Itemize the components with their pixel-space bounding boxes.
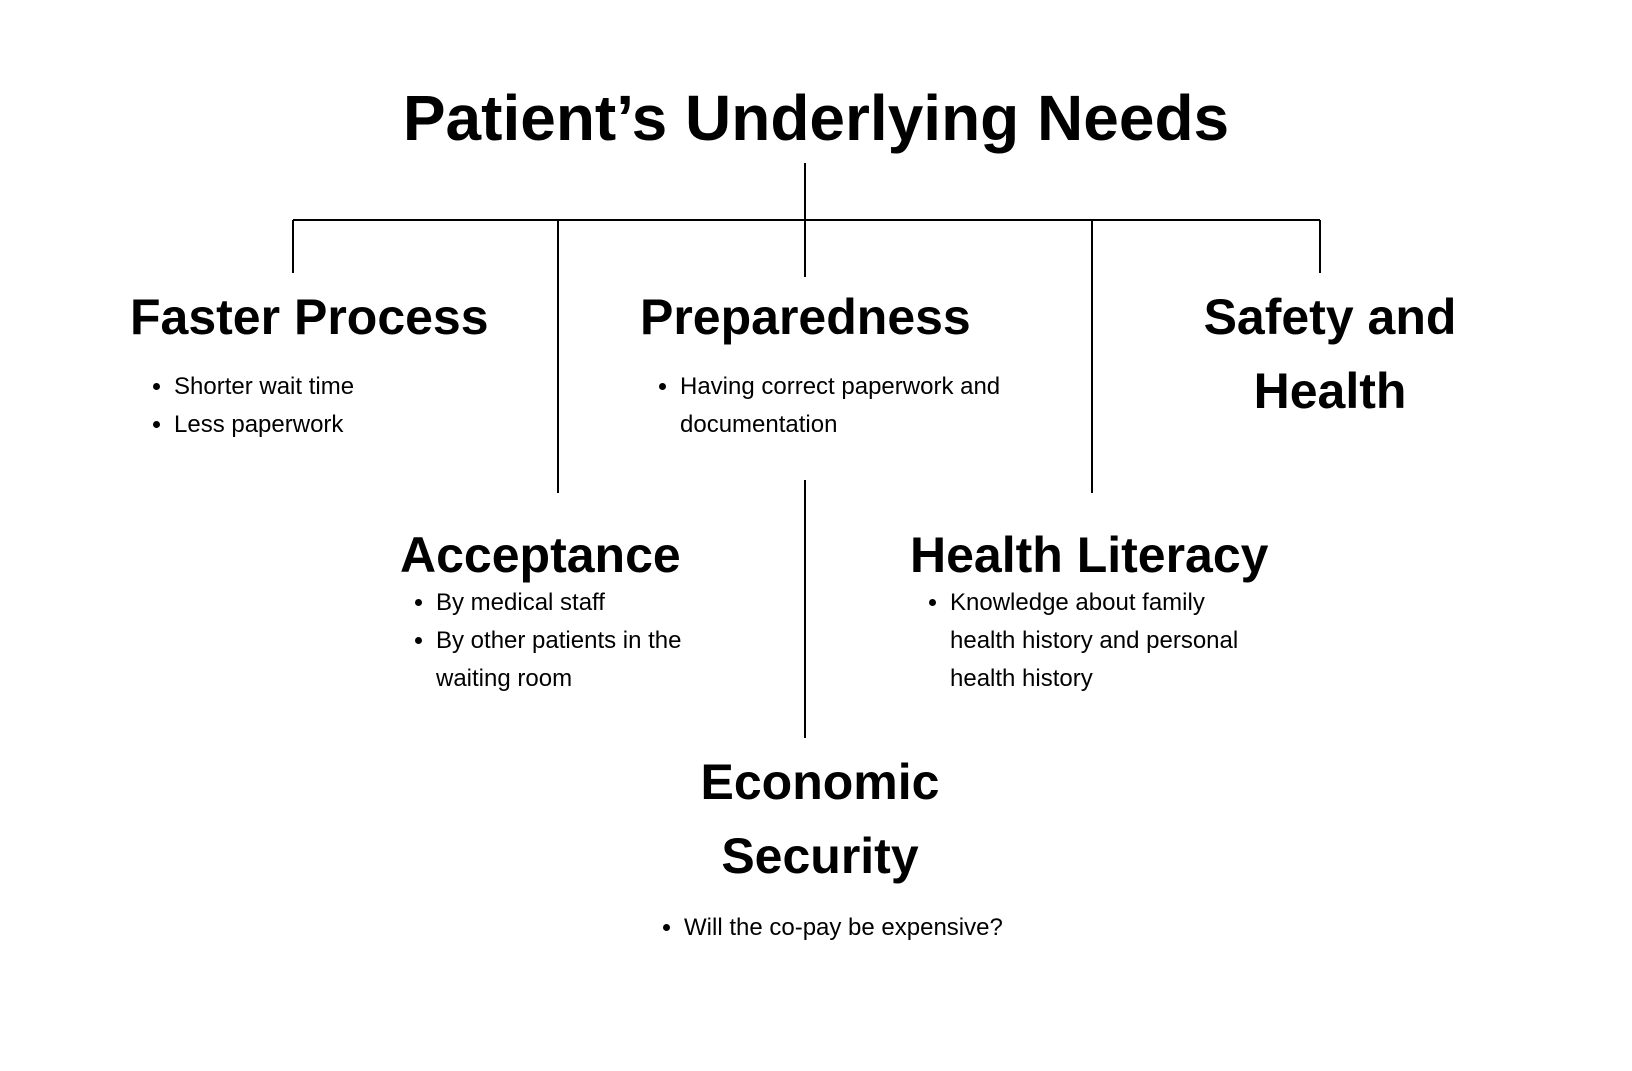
node-faster-process: Faster Process Shorter wait time Less pa… [130,280,550,444]
bullet-list-acceptance: By medical staff By other patients in th… [400,584,740,698]
node-heading-acceptance: Acceptance [400,527,681,583]
node-heading-safety-and-health: Safety and Health [1203,289,1457,419]
bullet-list-preparedness: Having correct paperwork and documentati… [640,368,1020,444]
bullet-item: Less paperwork [174,406,550,444]
node-health-literacy: Health Literacy Knowledge about family h… [910,518,1290,698]
node-acceptance: Acceptance By medical staff By other pat… [400,518,740,698]
node-heading-preparedness: Preparedness [640,289,971,345]
bullet-item: Knowledge about family health history an… [950,584,1260,698]
diagram-title: Patient’s Underlying Needs [402,82,1230,154]
bullet-list-economic-security: Will the co-pay be expensive? [660,909,1104,947]
bullet-list-health-literacy: Knowledge about family health history an… [910,584,1260,698]
node-heading-economic-security: Economic Security [700,754,940,884]
bullet-item: Shorter wait time [174,368,550,406]
node-economic-security: Economic Security Will the co-pay be exp… [660,745,1003,947]
bullet-list-faster-process: Shorter wait time Less paperwork [130,368,550,444]
node-heading-health-literacy: Health Literacy [910,527,1269,583]
bullet-item: By other patients in the waiting room [436,622,740,698]
bullet-item: Will the co-pay be expensive? [684,909,1104,947]
bullet-item: Having correct paperwork and documentati… [680,368,1020,444]
node-safety-and-health: Safety and Health [1180,280,1480,428]
node-heading-faster-process: Faster Process [130,289,489,345]
node-preparedness: Preparedness Having correct paperwork an… [640,280,1040,444]
bullet-item: By medical staff [436,584,740,622]
